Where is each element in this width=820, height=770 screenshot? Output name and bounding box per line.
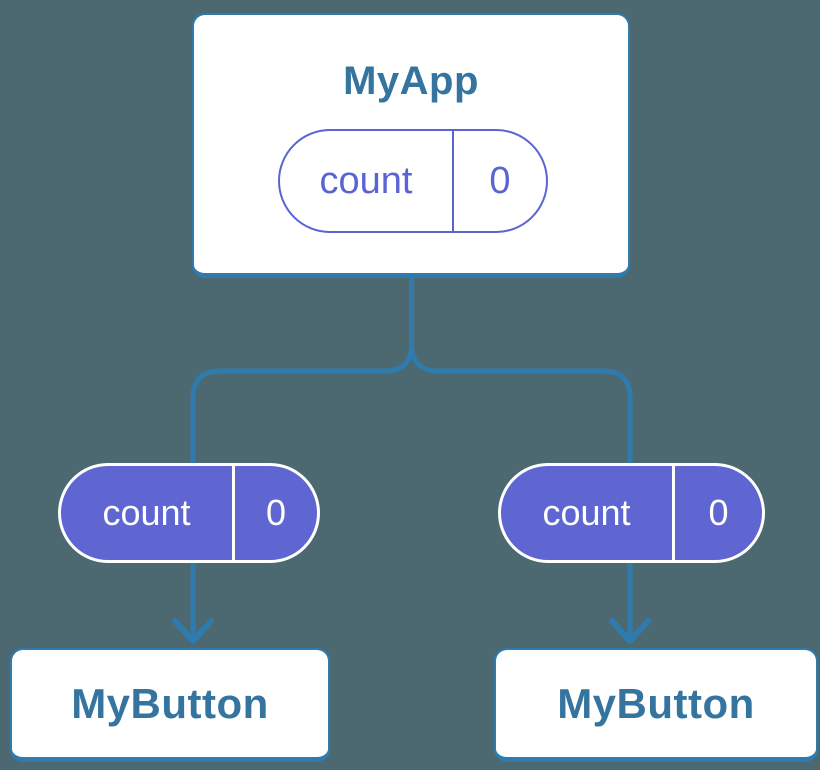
- connector-root-to-right-child: [409, 270, 633, 638]
- arrowhead-right-icon: [609, 618, 651, 644]
- prop-pill-left-name: count: [61, 466, 235, 560]
- component-name-mybutton-right: MyButton: [557, 679, 755, 727]
- state-pill-name: count: [280, 131, 454, 231]
- component-name-myapp: MyApp: [343, 59, 479, 103]
- prop-pill-right: count 0: [498, 463, 765, 563]
- prop-pill-right-value: 0: [708, 492, 729, 533]
- prop-pill-left: count 0: [58, 463, 320, 563]
- connector-root-to-left-child: [190, 270, 414, 638]
- state-pill-value: 0: [489, 159, 511, 202]
- arrowhead-left-icon: [172, 618, 214, 644]
- component-card-mybutton-right: MyButton: [494, 648, 818, 762]
- component-name-mybutton-left: MyButton: [71, 679, 269, 727]
- prop-pill-right-name: count: [501, 466, 675, 560]
- component-card-mybutton-left: MyButton: [10, 648, 330, 762]
- prop-pill-left-value: 0: [265, 492, 287, 533]
- component-card-myapp: MyApp count 0: [192, 13, 630, 278]
- state-pill-myapp: count 0: [278, 129, 548, 233]
